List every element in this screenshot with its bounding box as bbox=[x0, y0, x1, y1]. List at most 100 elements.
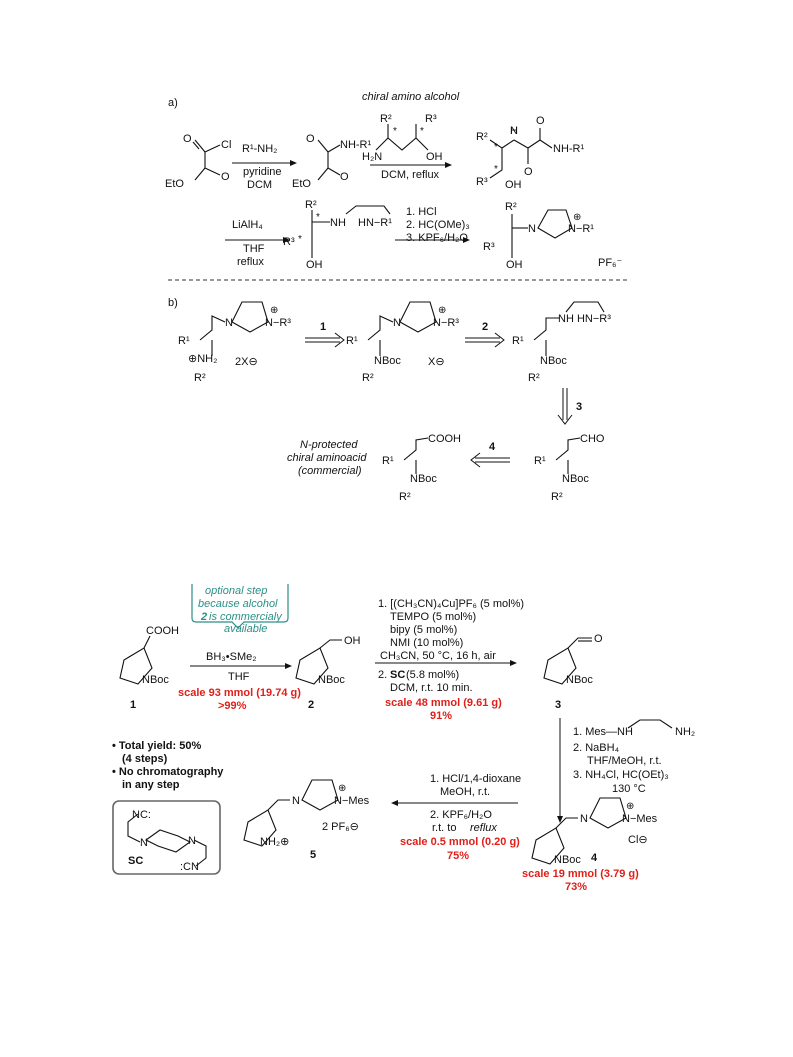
cond-meoh: MeOH, r.t. bbox=[440, 786, 490, 798]
cond-nabh4: 2. NaBH₄ bbox=[573, 742, 620, 754]
svg-text:R²: R² bbox=[362, 372, 374, 384]
target-imidazolinium-salt: R¹ N N−R³ ⊕ ⊕NH₂ R² 2X⊖ bbox=[178, 301, 291, 384]
svg-text:Cl: Cl bbox=[221, 139, 231, 151]
svg-text:NBoc: NBoc bbox=[566, 674, 593, 686]
yield-step3: 73% bbox=[565, 881, 587, 893]
svg-text:NH HN−R³: NH HN−R³ bbox=[558, 313, 611, 325]
svg-text:N−R³: N−R³ bbox=[433, 317, 459, 329]
svg-text:⊕: ⊕ bbox=[338, 783, 346, 794]
reagent-r1nh2: R¹-NH₂ bbox=[242, 143, 277, 155]
svg-text:NBoc: NBoc bbox=[142, 674, 169, 686]
svg-text:R¹: R¹ bbox=[512, 335, 524, 347]
svg-text:N: N bbox=[528, 223, 536, 235]
svg-text:O: O bbox=[594, 633, 603, 645]
cond-tempo: TEMPO (5 mol%) bbox=[390, 611, 476, 623]
cond-bipy: bipy (5 mol%) bbox=[390, 624, 457, 636]
svg-text:N−R¹: N−R¹ bbox=[568, 223, 594, 235]
svg-text:N: N bbox=[510, 125, 518, 137]
svg-text:1: 1 bbox=[130, 699, 136, 711]
svg-text:O: O bbox=[340, 171, 349, 183]
svg-text:SC: SC bbox=[128, 855, 143, 867]
svg-text:available: available bbox=[224, 623, 267, 635]
svg-text:NH-R¹: NH-R¹ bbox=[553, 143, 584, 155]
svg-text:O: O bbox=[221, 171, 230, 183]
svg-text:because alcohol: because alcohol bbox=[198, 598, 278, 610]
cond-mes-amine: 1. Mes—NH bbox=[573, 726, 633, 738]
any-step: in any step bbox=[122, 779, 180, 791]
svg-text::CN: :CN bbox=[180, 861, 199, 873]
svg-text:NBoc: NBoc bbox=[410, 473, 437, 485]
svg-text:EtO: EtO bbox=[165, 178, 184, 190]
cond-reflux: reflux bbox=[470, 822, 497, 834]
svg-text:COOH: COOH bbox=[428, 433, 461, 445]
svg-text:Cl⊖: Cl⊖ bbox=[628, 834, 648, 846]
svg-text:O: O bbox=[524, 166, 533, 178]
step-orthoformate: 2. HC(OMe)₃ bbox=[406, 219, 470, 231]
no-chromatography: • No chromatography bbox=[112, 766, 224, 778]
svg-text:R²: R² bbox=[380, 113, 392, 125]
imidazolinium-alcohol: R² N N−R¹ ⊕ R³ OH PF₆⁻ bbox=[483, 201, 622, 271]
chiral-amino-alcohol-header: chiral amino alcohol bbox=[362, 91, 460, 103]
cond-hcl-dioxane: 1. HCl/1,4-dioxane bbox=[430, 773, 521, 785]
svg-text:3: 3 bbox=[576, 401, 582, 413]
svg-text:4: 4 bbox=[591, 852, 598, 864]
svg-text:HN−R¹: HN−R¹ bbox=[358, 217, 392, 229]
scale-step1: scale 93 mmol (19.74 g) bbox=[178, 687, 301, 699]
reagent-thf: THF bbox=[243, 243, 265, 255]
svg-text:H₂N: H₂N bbox=[362, 151, 382, 163]
sc-ligand-box: NC: N N SC :CN bbox=[112, 800, 221, 875]
cond-solvent: CH₃CN, 50 °C, 16 h, air bbox=[380, 650, 496, 662]
svg-text:is commercialy: is commercialy bbox=[209, 611, 283, 623]
svg-text:CHO: CHO bbox=[580, 433, 605, 445]
note-chiral-aminoacid: chiral aminoacid bbox=[287, 452, 367, 464]
svg-text:*: * bbox=[494, 142, 498, 153]
svg-text:2: 2 bbox=[482, 321, 488, 333]
cond-kpf6: 2. KPF₆/H₂O bbox=[430, 809, 492, 821]
svg-text:NBoc: NBoc bbox=[562, 473, 589, 485]
cond-thf-meoh: THF/MeOH, r.t. bbox=[587, 755, 662, 767]
compound-4-imidazolinium-chloride: N N−Mes ⊕ Cl⊖ NBoc 4 bbox=[531, 797, 658, 866]
svg-text:R²: R² bbox=[505, 201, 517, 213]
svg-text:⊕: ⊕ bbox=[626, 801, 634, 812]
svg-text:N: N bbox=[393, 317, 401, 329]
svg-text:R¹: R¹ bbox=[178, 335, 190, 347]
svg-text:2 PF₆⊖: 2 PF₆⊖ bbox=[322, 821, 359, 833]
scale-step2: scale 48 mmol (9.61 g) bbox=[385, 697, 502, 709]
reagent-bh3: BH₃•SMe₂ bbox=[206, 651, 257, 663]
svg-text:OH: OH bbox=[506, 259, 523, 271]
svg-text:R²: R² bbox=[399, 491, 411, 503]
svg-text:N: N bbox=[580, 813, 588, 825]
total-yield: • Total yield: 50% bbox=[112, 740, 201, 752]
svg-text:O: O bbox=[536, 115, 545, 127]
panel-a-label: a) bbox=[168, 97, 178, 109]
boc-diamine: R¹ NH HN−R³ NBoc R² bbox=[512, 301, 611, 384]
ethyl-oxamate: O NH-R¹ O EtO bbox=[292, 133, 371, 190]
cond-sc: SC bbox=[390, 669, 405, 681]
step-kpf6: 3. KPF₆/H₂O bbox=[406, 232, 468, 244]
svg-text:⊕: ⊕ bbox=[270, 305, 278, 316]
svg-text:OH: OH bbox=[426, 151, 443, 163]
svg-text:r.t. to: r.t. to bbox=[432, 822, 456, 834]
svg-text:2: 2 bbox=[308, 699, 314, 711]
svg-text:X⊖: X⊖ bbox=[428, 356, 445, 368]
svg-text:*: * bbox=[393, 126, 397, 137]
svg-text:OH: OH bbox=[344, 635, 361, 647]
reagent-lialh4: LiAlH₄ bbox=[232, 219, 263, 231]
svg-text:2: 2 bbox=[200, 611, 207, 623]
svg-text:O: O bbox=[306, 133, 315, 145]
svg-text:R³: R³ bbox=[483, 241, 495, 253]
svg-text:4: 4 bbox=[489, 441, 496, 453]
svg-text:N: N bbox=[292, 795, 300, 807]
retro-arrow-4: 4 bbox=[470, 441, 510, 468]
svg-text:PF₆⁻: PF₆⁻ bbox=[598, 257, 622, 269]
svg-text:N−R³: N−R³ bbox=[265, 317, 291, 329]
svg-text:OH: OH bbox=[306, 259, 323, 271]
panel-b-label: b) bbox=[168, 297, 178, 309]
total-steps: (4 steps) bbox=[122, 753, 168, 765]
reagent-thf-step1: THF bbox=[228, 671, 250, 683]
svg-text:R²: R² bbox=[528, 372, 540, 384]
svg-text:N−Mes: N−Mes bbox=[334, 795, 370, 807]
reagent-dcm: DCM bbox=[247, 179, 272, 191]
svg-text:⊕: ⊕ bbox=[438, 305, 446, 316]
svg-text:R¹: R¹ bbox=[382, 455, 394, 467]
